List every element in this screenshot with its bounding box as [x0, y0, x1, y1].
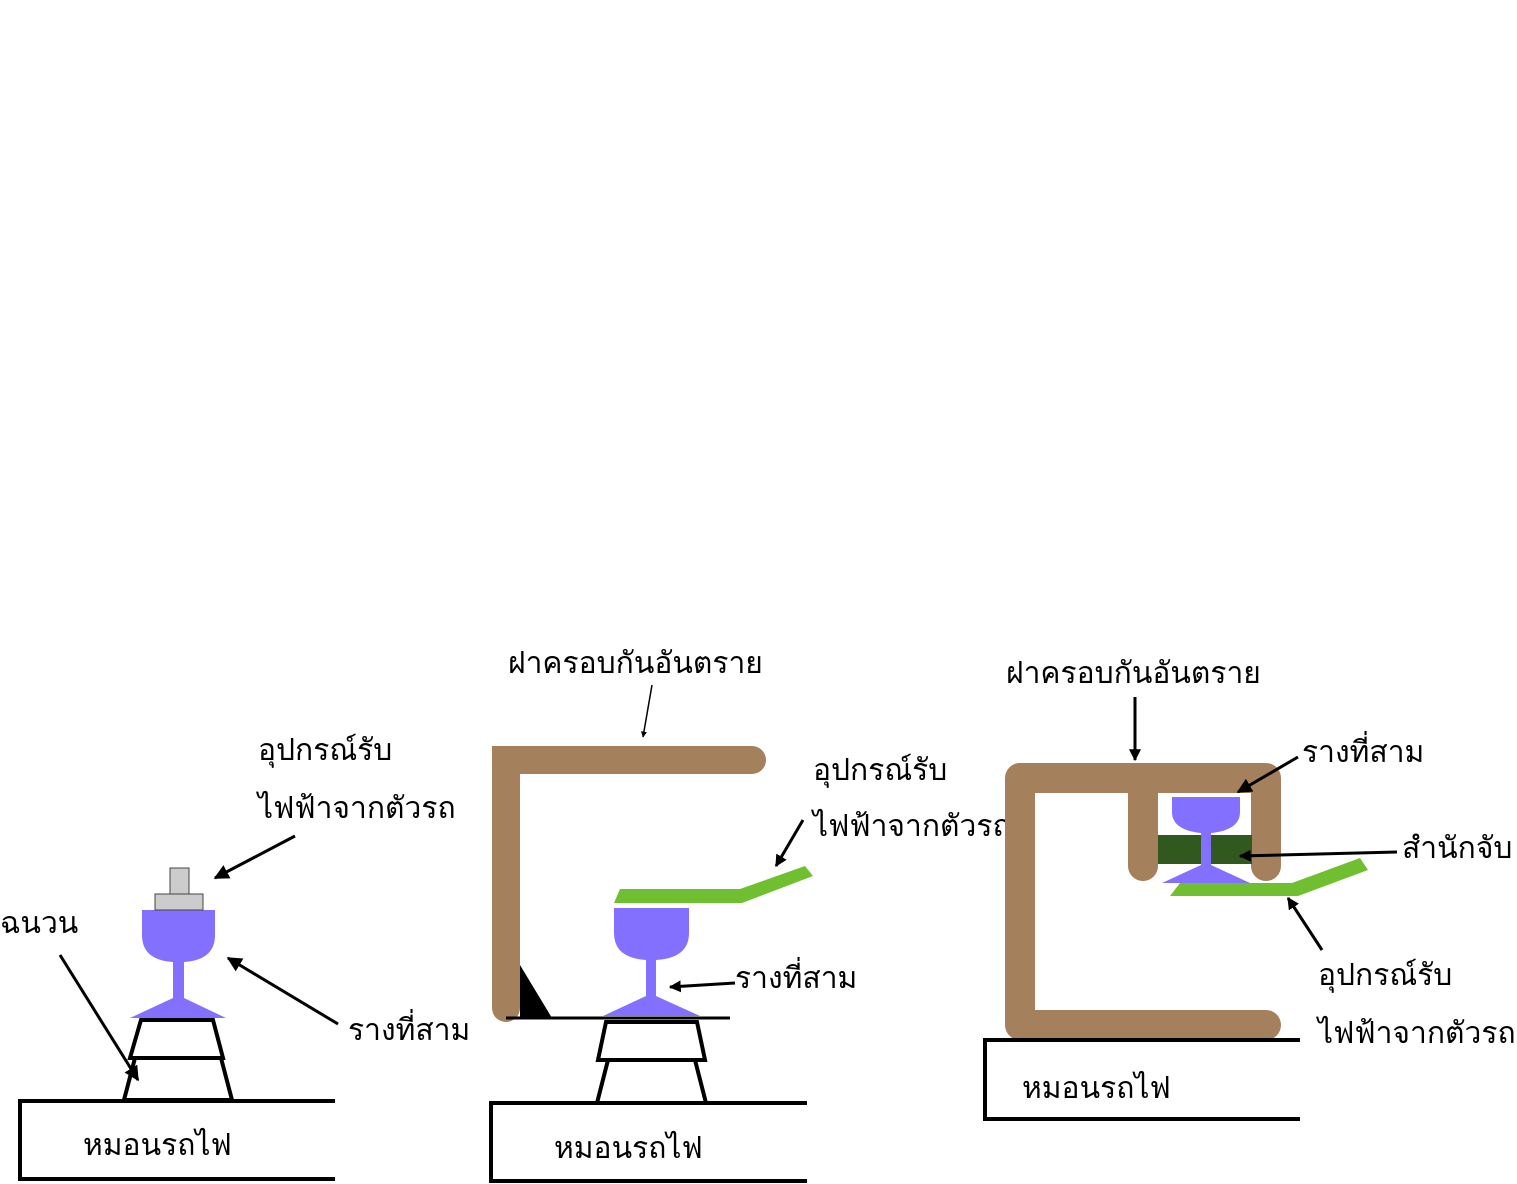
third-rail-label: รางที่สาม [735, 957, 857, 996]
collector-label-2: ไฟฟ้าจากตัวรถ [811, 808, 1011, 844]
third-rail-arrow [1236, 755, 1299, 794]
collector-arrow [1286, 896, 1324, 951]
cover-label: ฝาครอบกันอันตราย [1006, 656, 1261, 691]
third-rail [130, 910, 226, 1018]
bracket-arrow [1238, 849, 1398, 862]
sleeper-label: หมอนรถไฟ [1022, 1070, 1171, 1106]
collector-shoe-stem [169, 867, 190, 895]
sleeper [489, 1101, 807, 1183]
sleeper-label: หมอนรถไฟ [83, 1127, 232, 1163]
insulator-upper [127, 1018, 226, 1060]
protective-cover [492, 746, 766, 1022]
diagram-enclosed-cover: หมอนรถไฟ ฝาครอบกันอันตราย รางที่สาม สำนั… [983, 656, 1516, 1121]
collector-arrow [774, 819, 805, 868]
third-rail [1162, 797, 1250, 883]
collector-label-2: ไฟฟ้าจากตัวรถ [1316, 1015, 1516, 1051]
collector-label-1: อุปกรณ์รับ [258, 733, 392, 769]
sleeper [983, 1038, 1300, 1121]
collector-label-1: อุปกรณ์รับ [1318, 958, 1452, 994]
third-rail [603, 908, 700, 1016]
collector-shoe-base [154, 893, 204, 911]
bracket-label: สำนักจับ [1402, 831, 1512, 866]
third-rail-label: รางที่สาม [348, 1009, 470, 1048]
collector-label-1: อุปกรณ์รับ [813, 753, 947, 789]
sleeper-label: หมอนรถไฟ [554, 1130, 703, 1166]
collector-label-2: ไฟฟ้าจากตัวรถ [256, 790, 456, 826]
third-rail-label: รางที่สาม [1302, 731, 1424, 770]
insulator-lower [121, 1056, 235, 1102]
diagram-uncovered: หมอนรถไฟ อุปกรณ์รับ ไฟฟ้าจากตัวรถ ฉนวน ร… [0, 733, 470, 1181]
collector-shoe [1170, 858, 1368, 896]
insulator-arrow [58, 954, 140, 1082]
cover-label: ฝาครอบกันอันตราย [508, 646, 763, 681]
diagram-top-cover: หมอนรถไฟ ฝาครอบกันอันตราย อุปกรณ์รับ ไฟฟ… [489, 646, 1011, 1183]
protective-cover [1005, 763, 1281, 1040]
insulator-upper [595, 1020, 708, 1062]
third-rail-arrow [668, 980, 736, 993]
cover-arrow [640, 684, 653, 738]
insulator-lower [594, 1058, 709, 1105]
third-rail-arrow [226, 956, 339, 1026]
cover-brace [520, 965, 552, 1018]
collector-arrow [213, 834, 296, 880]
insulator-label: ฉนวน [0, 906, 78, 941]
collector-shoe [614, 866, 813, 903]
